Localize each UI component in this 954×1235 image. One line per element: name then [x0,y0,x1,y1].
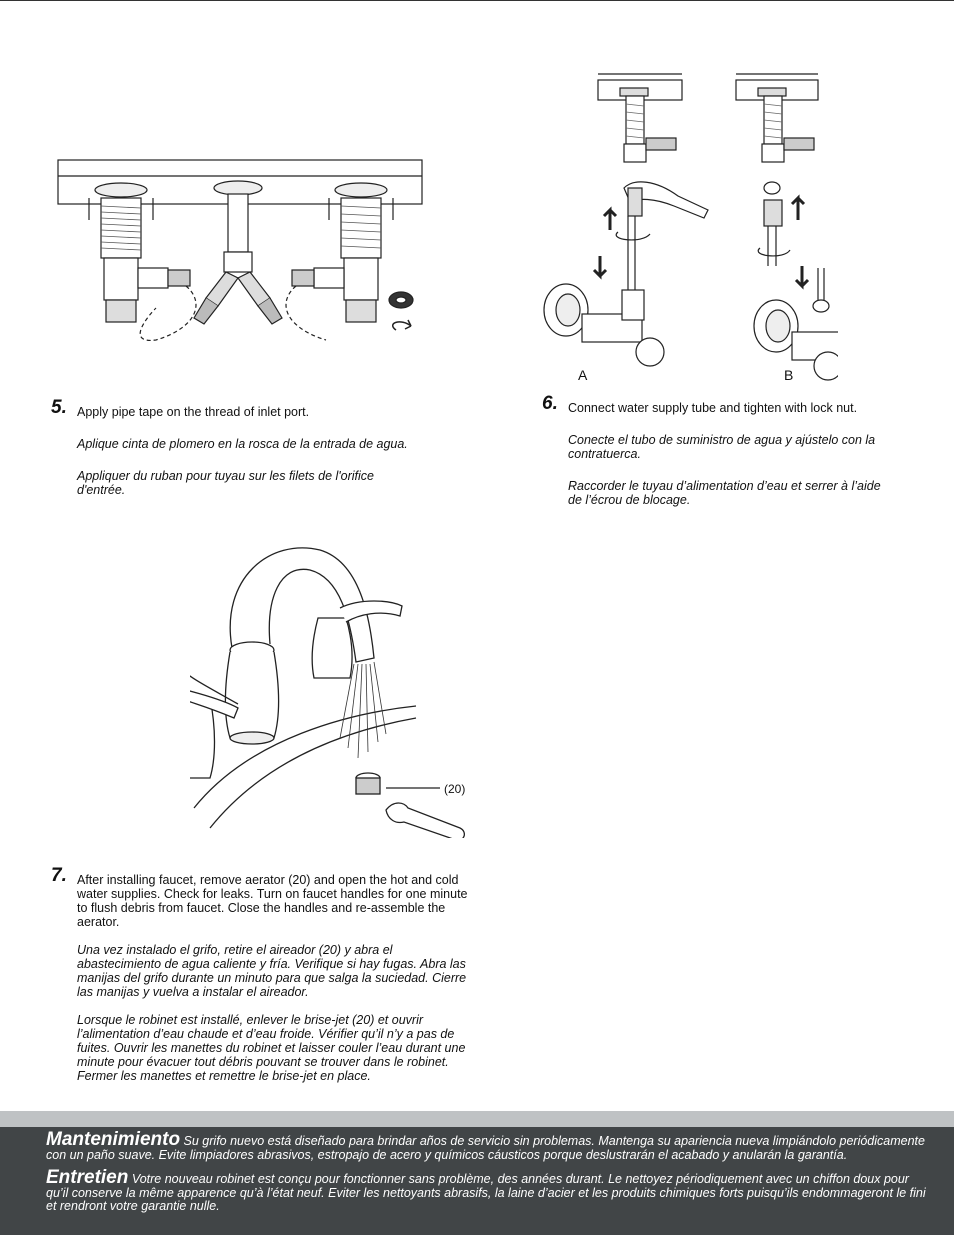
step5-text-en: Apply pipe tape on the thread of inlet p… [77,405,310,419]
step7-text-es: Una vez instalado el grifo, retire el ai… [77,943,467,999]
step7-number: 7. [51,865,67,886]
step5-text-fr: Appliquer du ruban pour tuyau sur les fi… [77,469,374,497]
maintenance-fr-text: Votre nouveau robinet est conçu pour fon… [46,1172,926,1213]
step7-block: 7. After installing faucet, remove aerat… [51,866,471,1083]
step6-text-es: Conecte el tubo de suministro de agua y … [568,433,876,461]
step6-text-en: Connect water supply tube and tighten wi… [568,401,858,415]
figure-label-b: B [784,367,793,383]
step6-text-fr: Raccorder le tuyau d’alimentation d’eau … [568,479,881,507]
maintenance-fr: Entretien Votre nouveau robinet est conç… [46,1168,926,1214]
step7-text-fr: Lorsque le robinet est installé, enlever… [77,1013,466,1083]
step5-block: 5. Apply pipe tape on the thread of inle… [51,398,437,497]
maintenance-es-title: Mantenimiento [46,1129,181,1150]
step5-text-es: Aplique cinta de plomero en la rosca de … [77,437,408,451]
figure-step7-faucet: (20) [190,547,465,838]
step6-block: 6. Connect water supply tube and tighten… [542,394,898,507]
figure-step6-supply: A B [543,73,838,383]
top-rule [0,0,954,1]
maintenance-footer: Mantenimiento Su grifo nuevo está diseña… [0,1127,954,1235]
figure-label-a: A [578,367,588,383]
footer-divider-bar [0,1111,954,1127]
maintenance-fr-title: Entretien [46,1167,129,1188]
step7-text-en: After installing faucet, remove aerator … [77,873,468,929]
maintenance-es: Mantenimiento Su grifo nuevo está diseña… [46,1130,926,1162]
step6-number: 6. [542,393,558,414]
aerator-label: (20) [444,782,465,796]
figure-step5-valves [57,159,423,341]
step5-number: 5. [51,397,67,418]
maintenance-es-text: Su grifo nuevo está diseñado para brinda… [46,1134,925,1162]
